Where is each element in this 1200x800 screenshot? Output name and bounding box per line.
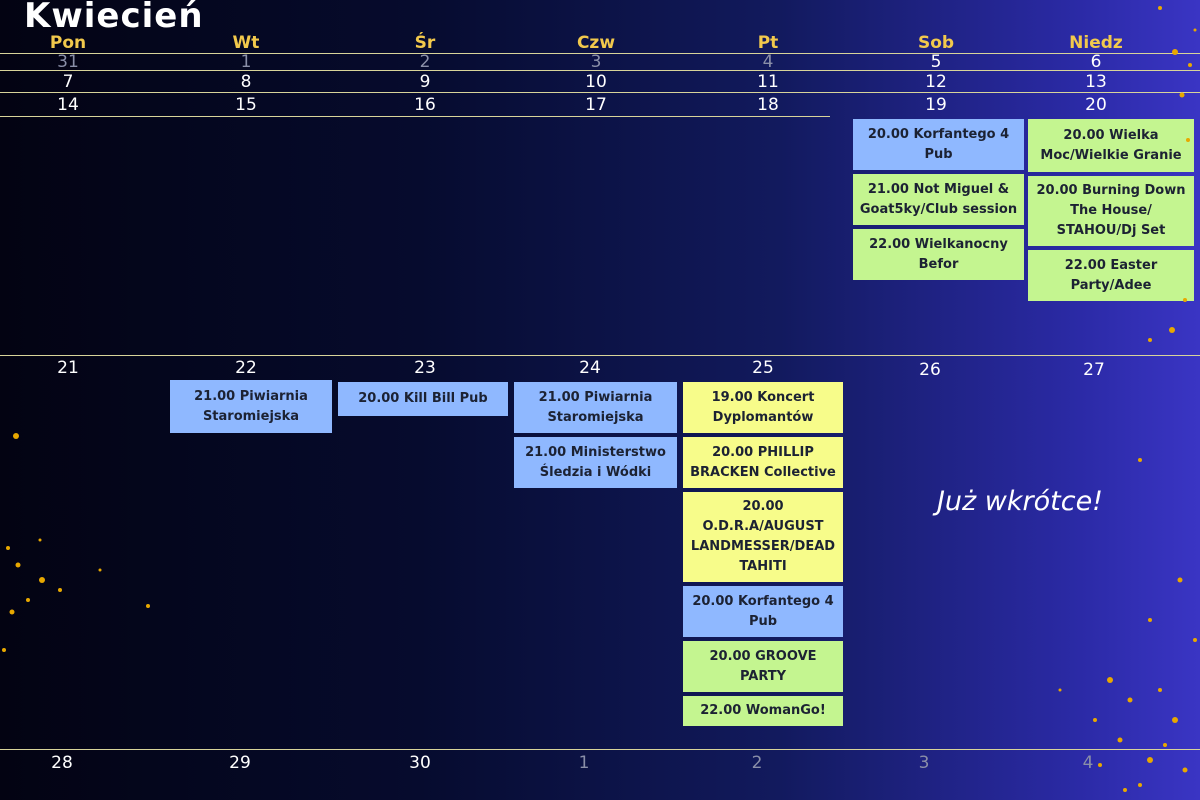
day-number: 8 [240,72,252,92]
day-number: 28 [51,753,73,773]
day-number: 4 [762,52,774,72]
day-number: 10 [585,72,607,92]
separator-line [0,749,1200,750]
dayname-wed: Śr [414,33,436,53]
separator-line [0,116,830,117]
dayname-mon: Pon [49,33,87,53]
day-number: 30 [409,753,431,773]
day-number: 6 [1090,52,1102,72]
day-number: 12 [925,72,947,92]
day-number: 11 [757,72,779,92]
event-card[interactable]: 22.00 WomanGo! [683,696,843,726]
day-number: 15 [235,95,257,115]
day-number: 9 [419,72,431,92]
day-number: 21 [57,358,79,378]
day-number: 17 [585,95,607,115]
event-card[interactable]: 20.00 Korfantego 4 Pub [853,119,1024,170]
day-number: 23 [414,358,436,378]
day-number: 4 [1082,753,1094,773]
event-card[interactable]: 21.00 Piwiarnia Staromiejska [170,380,332,433]
day-number: 2 [419,52,431,72]
event-card[interactable]: 20.00 Kill Bill Pub [338,382,508,416]
dayname-sun: Niedz [1069,33,1123,53]
coming-soon-text: Już wkrótce! [936,486,1104,517]
day-number: 7 [62,72,74,92]
dayname-sat: Sob [917,33,955,53]
dayname-tue: Wt [232,33,260,53]
day-number: 19 [925,95,947,115]
separator-line [0,53,1200,54]
day-number: 2 [751,753,763,773]
day-number: 27 [1083,360,1105,380]
day-number: 20 [1085,95,1107,115]
event-card[interactable]: 20.00 O.D.R.A/AUGUST LANDMESSER/DEAD TAH… [683,492,843,582]
day-number: 25 [752,358,774,378]
day-number: 16 [414,95,436,115]
day-number: 13 [1085,72,1107,92]
day-number: 26 [919,360,941,380]
dayname-thu: Czw [576,33,616,53]
event-card[interactable]: 21.00 Not Miguel & Goat5ky/Club session [853,174,1024,225]
month-title: Kwiecień [24,0,204,36]
day-number: 24 [579,358,601,378]
event-card[interactable]: 20.00 GROOVE PARTY [683,641,843,692]
day-number: 14 [57,95,79,115]
day-number: 18 [757,95,779,115]
event-card[interactable]: 20.00 Burning Down The House/ STAHOU/Dj … [1028,176,1194,246]
day-number: 3 [918,753,930,773]
day-number: 29 [229,753,251,773]
event-card[interactable]: 21.00 Piwiarnia Staromiejska [514,382,677,433]
event-card[interactable]: 22.00 Wielkanocny Befor [853,229,1024,280]
event-card[interactable]: 22.00 Easter Party/Adee [1028,250,1194,301]
day-number: 31 [57,52,79,72]
event-card[interactable]: 20.00 PHILLIP BRACKEN Collective [683,437,843,488]
separator-line [0,355,1200,356]
day-number: 22 [235,358,257,378]
separator-line [0,92,1200,93]
day-number: 5 [930,52,942,72]
event-card[interactable]: 20.00 Wielka Moc/Wielkie Granie [1028,119,1194,172]
day-number: 1 [578,753,590,773]
event-card[interactable]: 20.00 Korfantego 4 Pub [683,586,843,637]
event-card[interactable]: 21.00 Ministerstwo Śledzia i Wódki [514,437,677,488]
event-card[interactable]: 19.00 Koncert Dyplomantów [683,382,843,433]
day-number: 1 [240,52,252,72]
separator-line [0,70,1200,71]
day-number: 3 [590,52,602,72]
dayname-fri: Pt [757,33,779,53]
